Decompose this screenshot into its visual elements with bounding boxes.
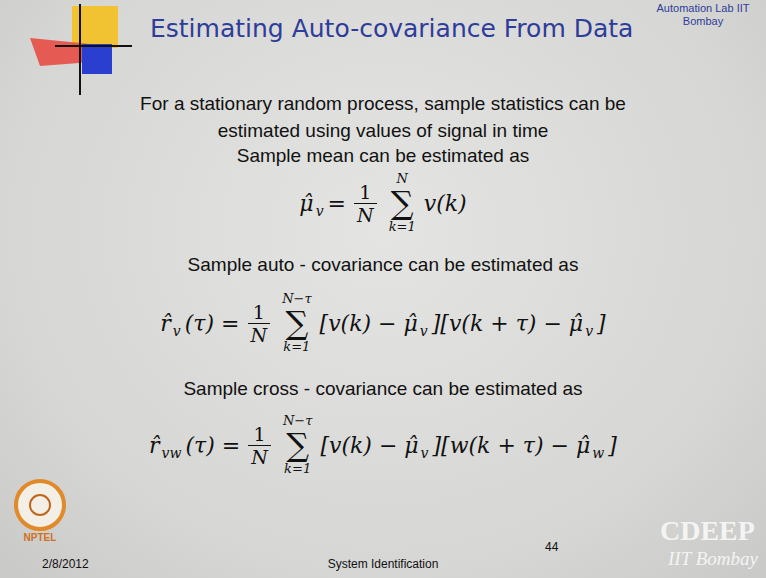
summation: N−τ∑k=1 (282, 292, 311, 354)
math-symbol: ] (608, 433, 617, 458)
math-symbol: ] (597, 311, 606, 336)
denominator: N (248, 323, 271, 346)
numerator: 1 (359, 181, 371, 203)
denominator: N (354, 203, 377, 226)
math-subscript: v (420, 323, 428, 339)
sum-lower-limit: k=1 (284, 462, 311, 476)
sum-upper-limit: N−τ (283, 414, 312, 428)
equation: μ̂v=1NN∑k=1v(k) (0, 172, 766, 234)
nptel-logo-inner (30, 495, 50, 515)
math-subscript: w (592, 445, 604, 461)
math-symbol: ][w(k + τ) − μ̂ (433, 433, 591, 458)
body-text: Sample cross - covariance can be estimat… (83, 378, 683, 400)
body-text: For a stationary random process, sample … (133, 90, 633, 144)
sum-lower-limit: k=1 (283, 340, 310, 354)
footer-date: 2/8/2012 (42, 557, 89, 571)
sum-sign: ∑ (286, 428, 309, 462)
math-subscript: v (421, 445, 429, 461)
math-symbol: = (328, 191, 346, 216)
yellow-square (72, 6, 118, 48)
summation: N∑k=1 (389, 172, 416, 234)
numerator: 1 (254, 423, 266, 445)
sum-lower-limit: k=1 (389, 220, 416, 234)
math-symbol: (τ) = (186, 433, 241, 458)
math-subscript: v (173, 323, 181, 339)
watermark: CDEEP (660, 515, 755, 547)
footer-course: System Identification (283, 557, 483, 571)
horizontal-rule (55, 45, 132, 47)
watermark: IIT Bombay (668, 548, 758, 570)
math-subscript: vw (162, 445, 182, 461)
sum-sign: ∑ (391, 186, 414, 220)
equation: r̂vw(τ) = 1N N−τ∑k=1 [v(k) − μ̂v][w(k + τ) … (0, 414, 766, 476)
math-subscript: v (316, 203, 324, 219)
math-subscript: v (585, 323, 593, 339)
denominator: N (248, 445, 271, 468)
body-text: Sample mean can be estimated as (133, 145, 633, 167)
body-text: Sample auto - covariance can be estimate… (83, 254, 683, 276)
math-symbol: μ̂ (299, 191, 313, 216)
numerator: 1 (253, 301, 265, 323)
fraction: 1N (248, 423, 271, 468)
sum-upper-limit: N−τ (282, 292, 311, 306)
blue-square (82, 44, 112, 74)
slide-title: Estimating Auto-covariance From Data (150, 14, 633, 43)
fraction: 1N (248, 301, 271, 346)
math-symbol: v(k) (424, 191, 467, 216)
math-symbol: (τ) = (185, 311, 240, 336)
math-symbol: ][v(k + τ) − μ̂ (432, 311, 583, 336)
fraction: 1N (354, 181, 377, 226)
logo-text: NPTEL (18, 532, 62, 543)
lab-name: Automation Lab IIT Bombay (648, 2, 758, 28)
slide-number: 44 (545, 540, 558, 554)
sum-sign: ∑ (285, 306, 308, 340)
vertical-rule (79, 4, 81, 95)
nptel-logo (16, 481, 64, 529)
sum-upper-limit: N (396, 172, 407, 186)
equation: r̂v(τ) =1NN−τ∑k=1[v(k) − μ̂v][v(k + τ) −… (0, 292, 766, 354)
math-symbol: r̂ (149, 433, 160, 458)
math-symbol: r̂ (160, 311, 171, 336)
math-symbol: [v(k) − μ̂ (320, 433, 418, 458)
math-symbol: [v(k) − μ̂ (320, 311, 418, 336)
summation: N−τ∑k=1 (283, 414, 312, 476)
